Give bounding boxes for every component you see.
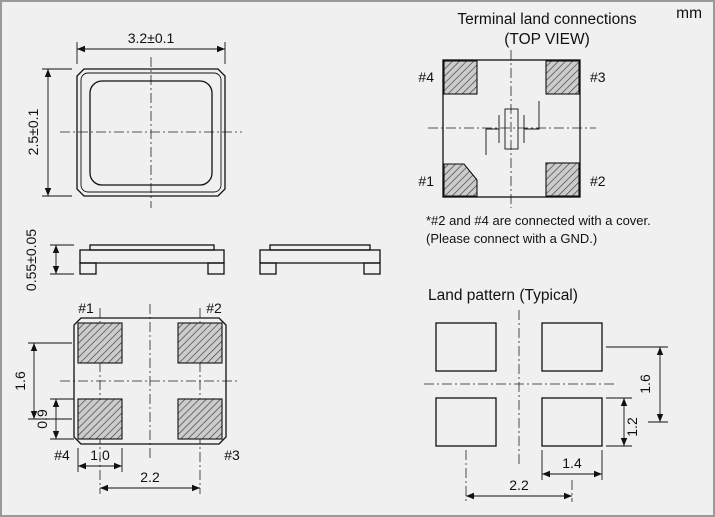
side-body	[79, 249, 225, 264]
crystal-lead-right	[524, 101, 540, 130]
units-label: mm	[676, 5, 702, 22]
terminal-land-connections: Terminal land connections (TOP VIEW) #4 …	[418, 11, 650, 246]
dim-row-pitch: 1.6	[606, 346, 668, 423]
dim-pad-height: 1.2	[606, 397, 640, 447]
package-top-view: 3.2±0.1 2.5±0.1	[25, 30, 242, 208]
dim-col-pitch-label: 2.2	[509, 477, 529, 493]
package-bottom-view: #1 #2 #4 #3 1.6 0.9 1.0 2.2	[12, 300, 240, 494]
package-outline	[76, 68, 226, 197]
dim-row-pitch: 1.6	[12, 342, 72, 420]
dim-col-pitch: 2.2	[100, 469, 200, 492]
terminal-pad-4-label: #4	[418, 69, 434, 85]
dim-col-pitch-label: 2.2	[140, 469, 160, 485]
land-pad-top-right	[541, 322, 603, 372]
side-lid	[269, 244, 371, 251]
dim-col-pitch: 2.2	[465, 450, 573, 502]
land-pattern-title: Land pattern (Typical)	[428, 287, 578, 304]
side-lid	[89, 244, 215, 251]
terminal-pad-3-label: #3	[590, 69, 606, 85]
dim-thickness: 0.55±0.05	[23, 229, 74, 291]
terminal-note-line1: *#2 and #4 are connected with a cover.	[426, 213, 651, 228]
land-pad-top-left	[435, 322, 497, 372]
land-pattern: Land pattern (Typical) 1.6 1.2 1.4	[424, 287, 668, 502]
dim-pad-width: 1.4	[541, 450, 603, 480]
bottom-outline	[73, 317, 227, 445]
package-side-view: 0.55±0.05	[23, 229, 225, 291]
terminal-body-outline	[442, 59, 581, 198]
terminal-note-line2: (Please connect with a GND.)	[426, 231, 597, 246]
terminal-pad-3	[545, 60, 580, 95]
dim-row-pitch-label: 1.6	[12, 371, 28, 391]
terminal-land-subtitle: (TOP VIEW)	[504, 31, 590, 48]
land-pad-bottom-left	[435, 397, 497, 447]
dim-pad-height-label: 1.2	[624, 417, 640, 437]
bottom-pad-1	[77, 322, 123, 364]
side-pad-right	[207, 262, 225, 275]
dim-height: 2.5±0.1	[25, 68, 72, 197]
crystal-lead-left	[485, 128, 499, 155]
dim-pad-width-label: 1.0	[90, 447, 110, 463]
terminal-pad-1	[443, 163, 478, 197]
side-pad-left	[79, 262, 97, 275]
package-end-view	[259, 244, 381, 275]
land-pad-bottom-right	[541, 397, 603, 447]
dim-pad-width-label: 1.4	[562, 455, 582, 471]
dim-width: 3.2±0.1	[76, 30, 226, 64]
bottom-pad-4	[77, 398, 123, 440]
bottom-pad-1-label: #1	[78, 300, 94, 316]
side-pad-left	[259, 262, 277, 275]
side-body	[259, 249, 381, 264]
dim-pad-height: 0.9	[34, 398, 74, 440]
dim-pad-height-label: 0.9	[34, 409, 50, 429]
dim-width-label: 3.2±0.1	[128, 30, 175, 46]
crystal-element	[504, 108, 519, 150]
package-inner-outline	[80, 72, 222, 193]
terminal-pad-1-label: #1	[418, 173, 434, 189]
bottom-pad-2	[177, 322, 223, 364]
package-cavity	[89, 80, 213, 186]
bottom-pad-3	[177, 398, 223, 440]
terminal-pad-2-label: #2	[590, 173, 606, 189]
dim-row-pitch-label: 1.6	[637, 374, 653, 394]
crystal-symbol	[485, 101, 540, 155]
bottom-pad-3-label: #3	[224, 447, 240, 463]
dim-thickness-label: 0.55±0.05	[23, 229, 39, 291]
side-pad-right	[363, 262, 381, 275]
bottom-pad-2-label: #2	[206, 300, 222, 316]
terminal-land-title: Terminal land connections	[457, 11, 636, 28]
bottom-pad-4-label: #4	[54, 447, 70, 463]
terminal-pad-2	[545, 162, 580, 197]
terminal-pad-4	[443, 60, 478, 95]
dim-height-label: 2.5±0.1	[25, 108, 41, 155]
dim-pad-width: 1.0	[77, 447, 123, 472]
